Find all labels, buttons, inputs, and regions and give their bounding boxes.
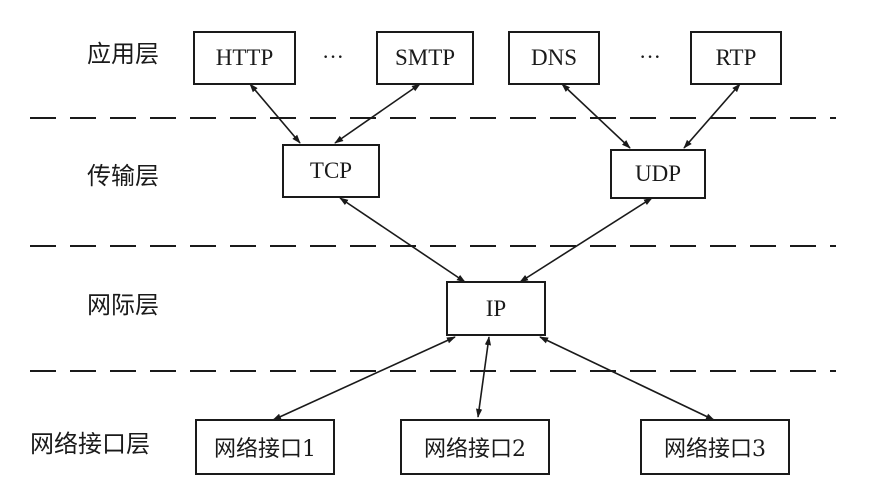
node-ip: IP: [446, 281, 546, 336]
node-http: HTTP: [193, 31, 296, 85]
arrow-dns-udp: [561, 83, 631, 149]
arrow-smtp-tcp: [334, 83, 421, 144]
node-udp: UDP: [610, 149, 706, 199]
layer-label-transport: 传输层: [87, 162, 159, 190]
layer-label-application: 应用层: [87, 40, 159, 68]
arrow-ip-nic1: [272, 336, 456, 421]
arrow-ip-nic2: [475, 336, 492, 418]
node-network-interface-1: 网络接口1: [195, 419, 335, 475]
node-network-interface-3: 网络接口3: [640, 419, 790, 475]
arrow-udp-ip: [519, 197, 653, 283]
ellipsis-right: ···: [639, 44, 661, 69]
arrow-ip-nic3: [539, 336, 715, 421]
node-network-interface-2: 网络接口2: [400, 419, 550, 475]
node-dns: DNS: [508, 31, 600, 85]
arrow-http-tcp: [249, 83, 301, 144]
node-tcp: TCP: [282, 144, 380, 198]
ellipsis-left: ···: [322, 44, 344, 69]
layer-label-network-interface: 网络接口层: [30, 430, 150, 458]
arrow-tcp-ip: [339, 197, 466, 283]
layer-label-internet: 网际层: [87, 291, 159, 319]
node-smtp: SMTP: [376, 31, 474, 85]
node-rtp: RTP: [690, 31, 782, 85]
arrow-rtp-udp: [683, 83, 741, 149]
